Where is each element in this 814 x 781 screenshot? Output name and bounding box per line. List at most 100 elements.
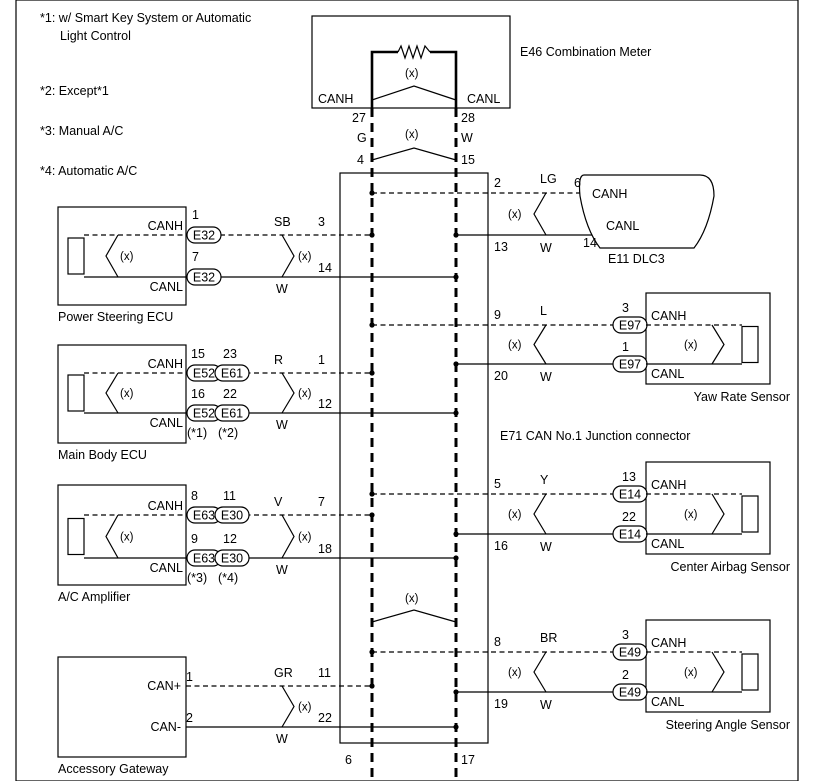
wire-color-l: W [276, 732, 288, 746]
junction-pin-l: 14 [318, 261, 332, 275]
junction-pin-h: 7 [318, 495, 325, 509]
pin-h-b: 11 [223, 489, 236, 503]
ecu-name: Power Steering ECU [58, 310, 173, 324]
pin-l-b: 12 [223, 532, 237, 546]
wire-color-l: W [276, 282, 288, 296]
wire-twist [281, 372, 295, 414]
conn-b-h-shape [214, 506, 250, 524]
wire-color-l: W [276, 563, 288, 577]
splice-l [453, 555, 459, 561]
splice-l [453, 361, 459, 367]
combination-meter: (x) CANH CANL E46 Combination Meter 27 2… [311, 15, 651, 145]
ecu-canl: CANL [150, 280, 183, 294]
note-a: (*1) [187, 426, 207, 440]
note-2: *2: Except*1 [40, 84, 109, 98]
wire-color-h: V [274, 495, 283, 509]
conn-b-h-shape [214, 364, 250, 382]
pin-l: 14 [583, 236, 597, 250]
wire-color-h: L [540, 304, 547, 318]
junction-pin-h: 9 [494, 308, 501, 322]
splice-l [453, 689, 459, 695]
splice-h [369, 683, 375, 689]
wire-twist [281, 234, 295, 278]
splice-l [453, 724, 459, 730]
ecu-canh: CAN+ [147, 679, 181, 693]
ecu-twist [711, 651, 725, 693]
wire-twist-label: (x) [508, 509, 522, 521]
junction-pin-l: 16 [494, 539, 508, 553]
splice-h [369, 649, 375, 655]
meter-color-l: W [461, 131, 473, 145]
ecu-canh: CANH [592, 187, 627, 201]
conn-b-h-label: E30 [221, 509, 243, 523]
meter-pin-h: 27 [352, 111, 366, 125]
pin-l-b: 22 [223, 387, 237, 401]
ecu-twist [105, 514, 119, 559]
wire-color-l: W [540, 540, 552, 554]
bus-twist-top [371, 147, 457, 161]
wire-twist-label: (x) [298, 532, 312, 544]
resistor-icon [397, 44, 431, 60]
conn-l-label: E49 [619, 686, 641, 700]
pin-l: 2 [186, 711, 193, 725]
pin-h: 3 [622, 628, 629, 642]
junction-pin-h: 11 [318, 666, 331, 680]
wire-color-h: GR [274, 666, 293, 680]
wire-twist [533, 192, 547, 236]
junction-pin-l: 19 [494, 697, 508, 711]
conn-b-l-label: E30 [221, 552, 243, 566]
conn-l-label: E97 [619, 358, 641, 372]
junction-pin-bot-l: 17 [461, 753, 475, 767]
note-1-cont: Light Control [60, 29, 131, 43]
meter-color-h: G [357, 131, 367, 145]
splice-l [453, 232, 459, 238]
pin-h-a: 8 [191, 489, 198, 503]
pin-h: 6 [574, 176, 581, 190]
meter-pin-l: 28 [461, 111, 475, 125]
meter-twist [371, 85, 457, 101]
ecu-canh: CANH [651, 636, 686, 650]
ecu-sensor-icon [741, 495, 759, 533]
junction-pin-top-l: 15 [461, 153, 475, 167]
conn-h-label: E14 [619, 488, 641, 502]
splice-h [369, 232, 375, 238]
wire-color-l: W [540, 241, 552, 255]
wire-twist-label: (x) [298, 702, 312, 714]
conn-h-shape [186, 226, 222, 244]
notes: *1: w/ Smart Key System or Automatic Lig… [40, 11, 251, 178]
pin-l: 22 [622, 510, 636, 524]
ecu-twist [711, 324, 725, 365]
ecu-canl: CANL [651, 695, 684, 709]
splice-h [369, 491, 375, 497]
wire-twist-label: (x) [508, 209, 522, 221]
ecu-canl: CAN- [150, 720, 181, 734]
ecu-name: Steering Angle Sensor [666, 718, 790, 732]
wire-color-l: W [276, 418, 288, 432]
meter-title: E46 Combination Meter [520, 45, 651, 59]
can-main-bus: (x) 4 15 (x) 6 17 [345, 108, 475, 781]
note-a: (*3) [187, 571, 207, 585]
splice-h [369, 322, 375, 328]
junction-pin-l: 12 [318, 397, 332, 411]
wire-twist-label: (x) [298, 251, 312, 263]
ecu-name: Yaw Rate Sensor [694, 390, 790, 404]
junction-pin-h: 3 [318, 215, 325, 229]
ecu-name: E11 DLC3 [608, 252, 665, 266]
wire-twist [533, 493, 547, 535]
pin-h: 1 [186, 670, 193, 684]
conn-b-l-shape [214, 549, 250, 567]
meter-box [311, 15, 511, 109]
ecu-canh: CANH [148, 357, 183, 371]
ecu-canh: CANH [651, 309, 686, 323]
junction-pin-l: 20 [494, 369, 508, 383]
conn-l-shape [186, 268, 222, 286]
wire-twist-label: (x) [298, 388, 312, 400]
dlc3-connector [578, 174, 715, 249]
meter-canh: CANH [318, 92, 353, 106]
pin-l-a: 16 [191, 387, 205, 401]
conn-l-label: E32 [193, 271, 215, 285]
wire-twist [281, 514, 295, 559]
